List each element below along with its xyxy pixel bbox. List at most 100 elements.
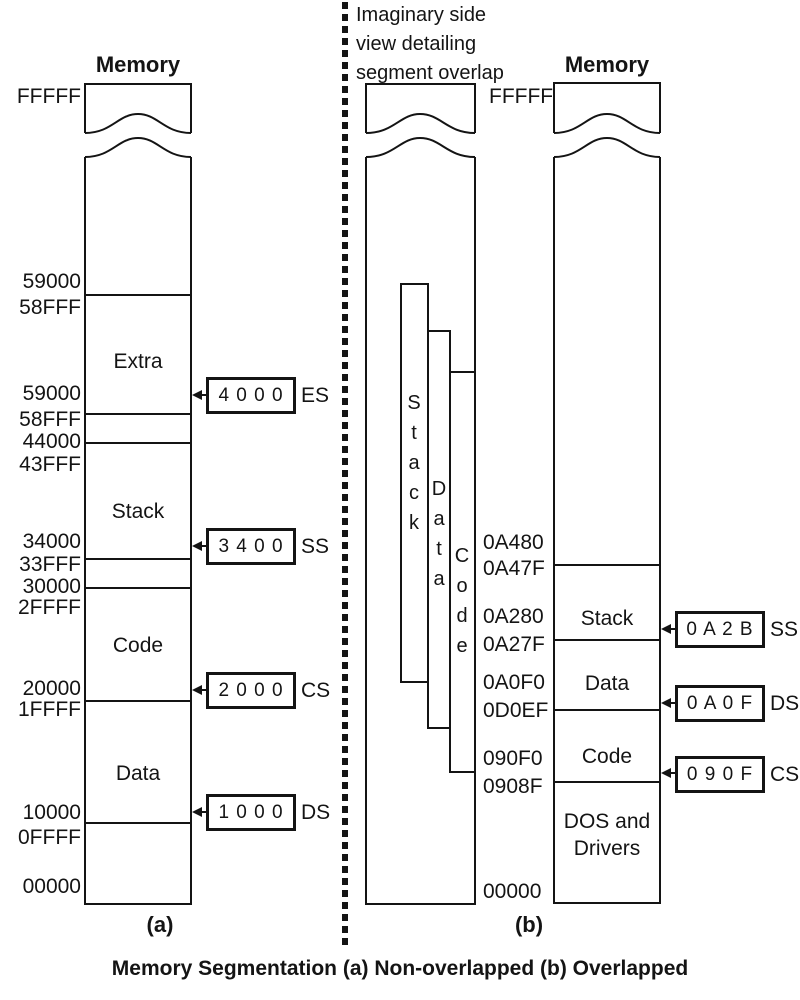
register-arrows-b: [661, 624, 675, 778]
address-label: 1FFFF: [18, 698, 81, 721]
register-ds-b: 0 A 0 F DS: [675, 685, 799, 722]
arrow-left-icon: [661, 768, 671, 778]
address-label: 30000: [22, 575, 81, 598]
arrow-left-icon: [192, 807, 202, 817]
address-label: 34000: [22, 530, 81, 553]
figure-caption: Memory Segmentation (a) Non-overlapped (…: [111, 957, 689, 980]
address-label: 0A27F: [483, 633, 545, 656]
register-name: SS: [301, 534, 330, 558]
address-label: 090F0: [483, 747, 543, 770]
register-value: 4 0 0 0: [218, 384, 284, 406]
register-value: 0 9 0 F: [686, 763, 754, 785]
column-a-top-section: [84, 83, 192, 133]
register-value-box: 3 4 0 0: [206, 528, 296, 565]
address-label: 2FFFF: [18, 596, 81, 619]
arrow-left-icon: [192, 390, 202, 400]
register-cs-a: 2 0 0 0 CS: [206, 672, 330, 709]
note-line: Imaginary side: [356, 4, 487, 26]
segment-label-extra: Extra: [113, 350, 163, 373]
side-view-wave-lower: [365, 136, 476, 158]
address-label: FFFFF: [489, 85, 554, 108]
address-label: FFFFF: [16, 85, 81, 108]
register-name: DS: [301, 800, 331, 824]
column-b-body: [553, 157, 661, 904]
memory-column-a: [84, 83, 192, 905]
panel-b-title: Memory: [564, 52, 650, 77]
register-arrows-a: [192, 390, 206, 817]
address-label: 0A480: [483, 531, 544, 554]
segment-label-data: Data: [584, 672, 630, 695]
arrow-left-icon: [661, 698, 671, 708]
register-value: 0 A 0 F: [686, 692, 754, 714]
register-value-box: 0 9 0 F: [675, 756, 765, 793]
segment-label-stack: Stack: [111, 500, 165, 523]
segment-label-code: Code: [581, 745, 633, 768]
register-name: DS: [770, 691, 800, 715]
stack-overlap-bar: [400, 283, 429, 683]
segment-label-stack: Stack: [580, 607, 634, 630]
address-label: 33FFF: [19, 553, 81, 576]
column-a-wave-upper: [84, 112, 192, 134]
address-label: 20000: [22, 677, 81, 700]
register-name: CS: [301, 678, 331, 702]
panel-b-caption: (b): [514, 912, 544, 937]
address-label: 58FFF: [19, 296, 81, 319]
address-label: 0A47F: [483, 557, 545, 580]
address-label: 59000: [22, 382, 81, 405]
note-line: segment overlap: [356, 62, 504, 84]
side-view-column: [365, 83, 476, 905]
column-b-wave-lower: [553, 136, 661, 158]
memory-column-b: [553, 82, 661, 904]
segment-label-dos-and-drivers: DOS and Drivers: [563, 810, 651, 860]
register-name: CS: [770, 762, 800, 786]
register-value: 3 4 0 0: [218, 535, 284, 557]
data-bar-label: Data: [428, 478, 450, 598]
address-label: 59000: [22, 270, 81, 293]
address-label: 58FFF: [19, 408, 81, 431]
column-a-body: [84, 157, 192, 905]
column-b-top-section: [553, 82, 661, 133]
address-label: 0A0F0: [483, 671, 545, 694]
register-value: 0 A 2 B: [686, 618, 754, 640]
column-a-wave-lower: [84, 136, 192, 158]
stack-bar-label: Stack: [403, 392, 425, 542]
arrow-left-icon: [192, 685, 202, 695]
register-value-box: 0 A 2 B: [675, 611, 765, 648]
address-label: 00000: [483, 880, 542, 903]
note-line: view detailing: [356, 33, 477, 55]
column-b-wave-upper: [553, 112, 661, 134]
register-cs-b: 0 9 0 F CS: [675, 756, 799, 793]
arrow-left-icon: [661, 624, 671, 634]
register-ss-a: 3 4 0 0 SS: [206, 528, 329, 565]
panel-a-caption: (a): [146, 912, 174, 937]
register-ss-b: 0 A 2 B SS: [675, 611, 798, 648]
side-view-top-section: [365, 83, 476, 133]
register-name: SS: [770, 617, 799, 641]
register-value-box: 4 0 0 0: [206, 377, 296, 414]
address-label: 43FFF: [19, 453, 81, 476]
address-label: 0FFFF: [18, 826, 81, 849]
code-overlap-bar: [449, 371, 476, 773]
register-value-box: 2 0 0 0: [206, 672, 296, 709]
arrow-left-icon: [192, 541, 202, 551]
code-bar-label: Code: [451, 545, 473, 665]
address-label: 0A280: [483, 605, 544, 628]
side-view-note: Imaginary side view detailing segment ov…: [356, 1, 504, 88]
register-ds-a: 1 0 0 0 DS: [206, 794, 330, 831]
register-value-box: 0 A 0 F: [675, 685, 765, 722]
address-label: 10000: [22, 801, 81, 824]
panel-a-title: Memory: [95, 52, 181, 77]
register-value: 2 0 0 0: [218, 679, 284, 701]
address-label: 44000: [22, 430, 81, 453]
address-label: 0908F: [483, 775, 543, 798]
segment-label-code: Code: [112, 634, 164, 657]
address-label: 0D0EF: [483, 699, 549, 722]
segment-label-data: Data: [115, 762, 161, 785]
register-name: ES: [301, 383, 330, 407]
side-view-wave-upper: [365, 112, 476, 134]
register-es: 4 0 0 0 ES: [206, 377, 329, 414]
register-value: 1 0 0 0: [218, 801, 284, 823]
address-label: 00000: [22, 875, 81, 898]
